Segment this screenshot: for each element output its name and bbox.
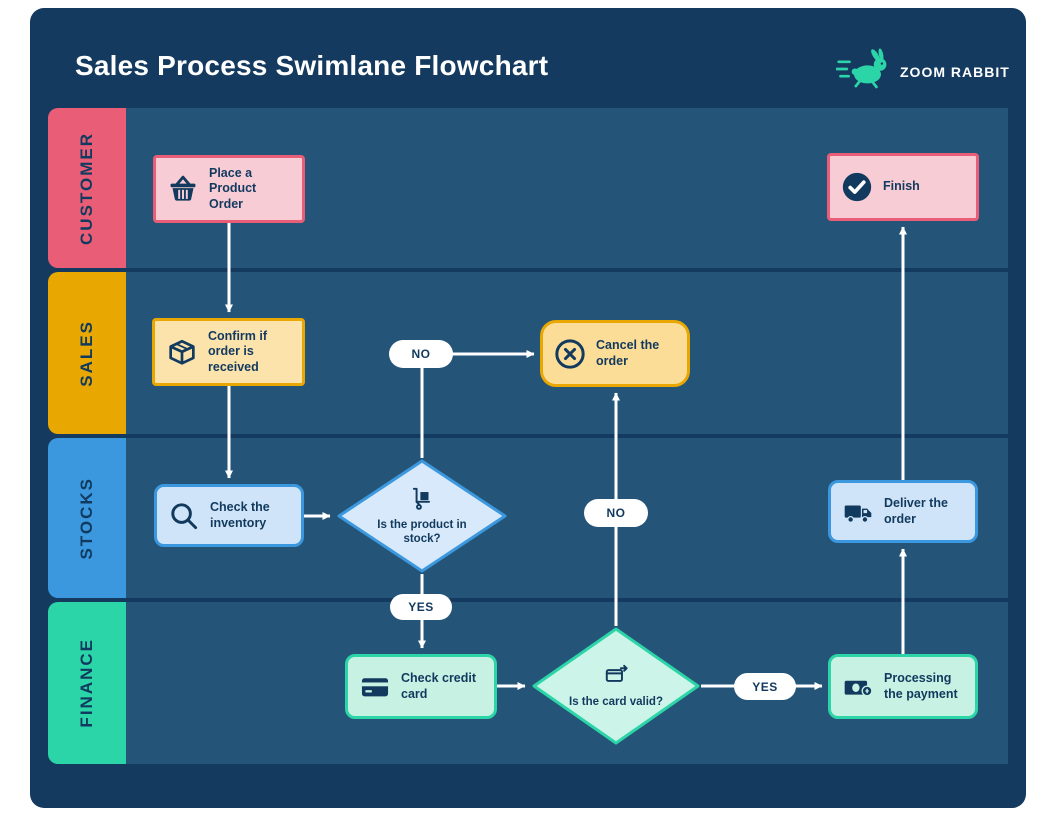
zoom-rabbit-logo: ZOOM RABBIT <box>835 48 1010 95</box>
node-deliver-order-label: Deliver the order <box>884 495 948 526</box>
truck-icon <box>841 495 875 529</box>
lane-label-customer: CUSTOMER <box>48 108 126 268</box>
node-place-order: Place a Product Order <box>153 155 305 223</box>
node-confirm-order-label: Confirm if order is received <box>208 328 268 374</box>
edge-label-no-card: NO <box>584 499 648 527</box>
page-title: Sales Process Swimlane Flowchart <box>75 50 549 81</box>
node-deliver-order: Deliver the order <box>828 480 978 543</box>
node-check-credit-card-label: Check credit card <box>401 670 477 701</box>
lane-label-finance: FINANCE <box>48 602 126 764</box>
lane-label-sales: SALES <box>48 272 126 434</box>
basket-icon <box>166 172 200 206</box>
node-processing-payment-label: Processing the payment <box>884 670 958 701</box>
diamond-shape-teal <box>532 627 700 745</box>
node-finish-label: Finish <box>883 179 920 194</box>
decision-product-in-stock: Is the product in stock? <box>336 458 508 574</box>
decision-product-in-stock-label: Is the product in stock? <box>377 518 467 546</box>
node-confirm-order: Confirm if order is received <box>152 318 305 386</box>
lane-label-stocks: STOCKS <box>48 438 126 598</box>
money-icon <box>841 670 875 704</box>
node-check-inventory: Check the inventory <box>154 484 304 547</box>
edge-label-no-stock: NO <box>389 340 453 368</box>
logo-text: ZOOM RABBIT <box>900 63 1010 80</box>
decision-card-valid-label: Is the card valid? <box>569 696 663 708</box>
node-processing-payment: Processing the payment <box>828 654 978 719</box>
diamond-shape-blue <box>337 459 507 573</box>
edge-label-yes-stock: YES <box>390 594 452 620</box>
rabbit-icon <box>835 48 890 95</box>
node-finish: Finish <box>827 153 979 221</box>
cancel-circle-icon <box>553 337 587 371</box>
dolly-icon <box>409 485 435 516</box>
node-check-inventory-label: Check the inventory <box>210 499 270 530</box>
check-circle-icon <box>840 170 874 204</box>
card-swipe-icon <box>603 662 629 693</box>
edge-label-yes-card: YES <box>734 673 796 700</box>
node-cancel-order-label: Cancel the order <box>596 337 660 368</box>
credit-card-icon <box>358 670 392 704</box>
node-cancel-order: Cancel the order <box>540 320 690 387</box>
magnifier-icon <box>167 499 201 533</box>
node-place-order-label: Place a Product Order <box>209 165 257 211</box>
decision-card-valid: Is the card valid? <box>531 626 701 746</box>
node-check-credit-card: Check credit card <box>345 654 497 719</box>
package-icon <box>165 335 199 369</box>
